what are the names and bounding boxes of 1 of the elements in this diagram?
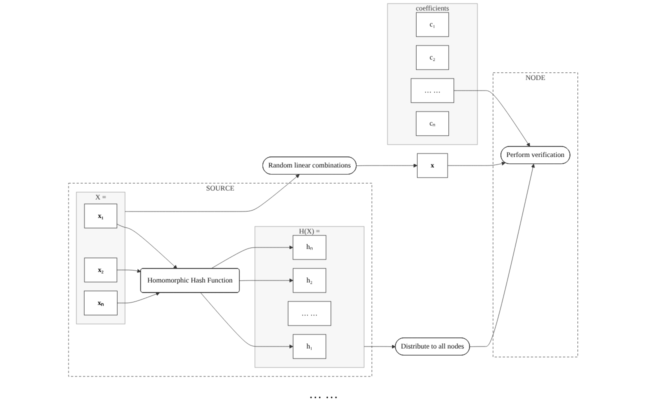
ellipsis-text: … … [308,386,338,401]
